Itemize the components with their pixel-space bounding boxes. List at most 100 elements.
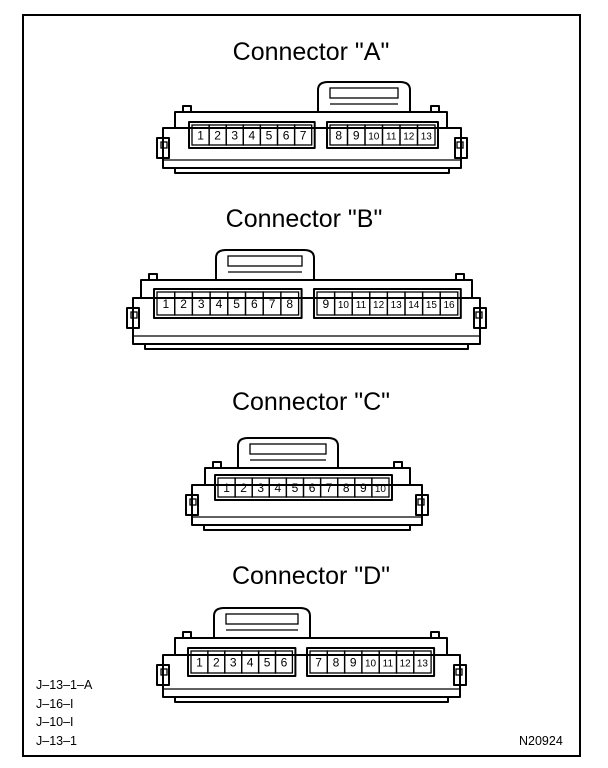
connector-b-post — [455, 273, 465, 281]
connector-b-pin-label: 7 — [269, 297, 276, 311]
connector-d-bottom-ridge — [174, 696, 449, 703]
connector-a-title: Connector "A" — [232, 38, 390, 66]
connector-a-pin-cavity — [293, 124, 313, 146]
connector-d-post — [182, 631, 192, 639]
connector-a-pin-label: 8 — [335, 129, 342, 143]
connector-b-bottom-ridge — [144, 343, 469, 350]
connector-b-pin-label: 1 — [163, 297, 170, 311]
connector-c-bottom-ridge — [203, 524, 411, 531]
connector-b-title: Connector "B" — [225, 205, 383, 233]
connector-b-top-platform — [140, 279, 473, 298]
connector-b-terminal-well — [153, 288, 303, 319]
connector-a-post — [430, 105, 440, 113]
connector-d-pin-label: 6 — [281, 656, 288, 670]
connector-a-terminal-well — [326, 121, 439, 149]
connector-c-right-clip — [415, 494, 429, 516]
connector-c-pin-label: 4 — [275, 481, 282, 495]
connector-a-bottom-ridge — [174, 167, 450, 174]
connector-d-pin-label: 2 — [213, 656, 220, 670]
connector-b-pin-label: 5 — [233, 297, 240, 311]
connector-c-pin-label: 6 — [309, 481, 316, 495]
connector-d-right-clip-tab — [455, 668, 463, 676]
connector-d-pin-label: 10 — [365, 659, 377, 670]
connector-c-title: Connector "C" — [231, 388, 391, 416]
connector-d-title: Connector "D" — [231, 562, 391, 590]
connector-a-left-clip — [156, 137, 170, 159]
connector-b-pin-label: 4 — [216, 297, 223, 311]
connector-c-latch — [237, 437, 339, 468]
reference-code: J–10–I — [36, 715, 74, 729]
reference-code: J–13–1 — [36, 733, 78, 748]
connector-c-pin-label: 9 — [360, 481, 367, 495]
connector-a-terminal-well — [188, 121, 316, 149]
connector-c-pin-cavity — [371, 477, 390, 498]
connector-d-right-clip — [453, 664, 467, 686]
connector-d-pin-label: 11 — [383, 659, 394, 670]
connector-a-left-clip-tab — [160, 141, 168, 149]
connector-b-terminal-well — [313, 288, 462, 319]
connector-d-pin-label: 7 — [315, 656, 322, 670]
connector-b-pin-label: 2 — [180, 297, 187, 311]
connector-d-pin-label: 12 — [400, 659, 412, 670]
connector-b-latch — [215, 249, 315, 280]
connector-a-latch — [317, 81, 411, 112]
connector-a-pin-label: 1 — [197, 129, 204, 143]
connector-c-pin-label: 5 — [292, 481, 299, 495]
connector-b-pin-label: 13 — [391, 300, 403, 311]
reference-codes: J–13–1–A J–16–I J–10–I J–13–1 — [36, 676, 92, 750]
connector-d-pin-label: 8 — [333, 656, 340, 670]
connector-b-pin-cavity — [439, 291, 459, 316]
connector-c-post — [393, 461, 403, 469]
connector-a-pin-label: 11 — [386, 132, 397, 143]
connector-c-left-clip — [185, 494, 199, 516]
connector-b-right-clip — [473, 307, 487, 329]
connector-c-pin-label: 7 — [326, 481, 333, 495]
connector-b-pin-label: 15 — [426, 300, 438, 311]
connector-d-post — [430, 631, 440, 639]
connector-a-pin-label: 7 — [300, 129, 307, 143]
connector-d-pin-label: 3 — [230, 656, 237, 670]
connector-b-pin-label: 8 — [286, 297, 293, 311]
connector-b-pin-label: 6 — [251, 297, 258, 311]
connector-b-pin-label: 16 — [443, 300, 455, 311]
connector-d-left-clip-tab — [160, 668, 168, 676]
connector-d-pin-cavity — [413, 650, 432, 674]
connector-b-pin-label: 10 — [338, 300, 350, 311]
connector-d-pin-label: 9 — [350, 656, 357, 670]
connector-d-top-platform — [174, 637, 448, 655]
connector-d-pin-label: 13 — [417, 659, 429, 670]
connector-b-pin-label: 11 — [356, 300, 367, 311]
connector-a-pin-label: 10 — [368, 132, 380, 143]
connector-b-pin-label: 12 — [373, 300, 385, 311]
connector-a-pin-label: 3 — [231, 129, 238, 143]
connector-c-right-clip-tab — [417, 498, 425, 506]
connector-d-latch-bar — [225, 613, 299, 625]
connector-b-right-clip-tab — [475, 311, 483, 319]
connector-c-pin-label: 8 — [343, 481, 350, 495]
connector-d-left-clip — [156, 664, 170, 686]
connector-a-right-clip-tab — [456, 141, 464, 149]
connector-a-pin-cavity — [416, 124, 436, 146]
connector-c-terminal-well — [214, 474, 393, 501]
connector-d-terminal-well — [187, 647, 297, 677]
connector-a-pin-label: 4 — [249, 129, 256, 143]
connector-a-post — [182, 105, 192, 113]
connector-b-post — [148, 273, 158, 281]
connector-a-pin-label: 12 — [403, 132, 415, 143]
connector-b-latch-bar — [227, 255, 303, 267]
connector-c-left-clip-tab — [189, 498, 197, 506]
connector-c-pin-label: 1 — [223, 481, 230, 495]
connector-b-pin-label: 3 — [198, 297, 205, 311]
connector-c-latch-bar — [249, 443, 327, 455]
connector-b-pin-label: 14 — [408, 300, 420, 311]
connector-a-right-clip — [454, 137, 468, 159]
connector-a-pin-label: 13 — [421, 132, 433, 143]
connector-c-pin-label: 2 — [240, 481, 247, 495]
connector-d-pin-label: 5 — [264, 656, 271, 670]
connector-c-pin-label: 10 — [375, 484, 387, 495]
reference-code: J–13–1–A — [36, 678, 93, 692]
